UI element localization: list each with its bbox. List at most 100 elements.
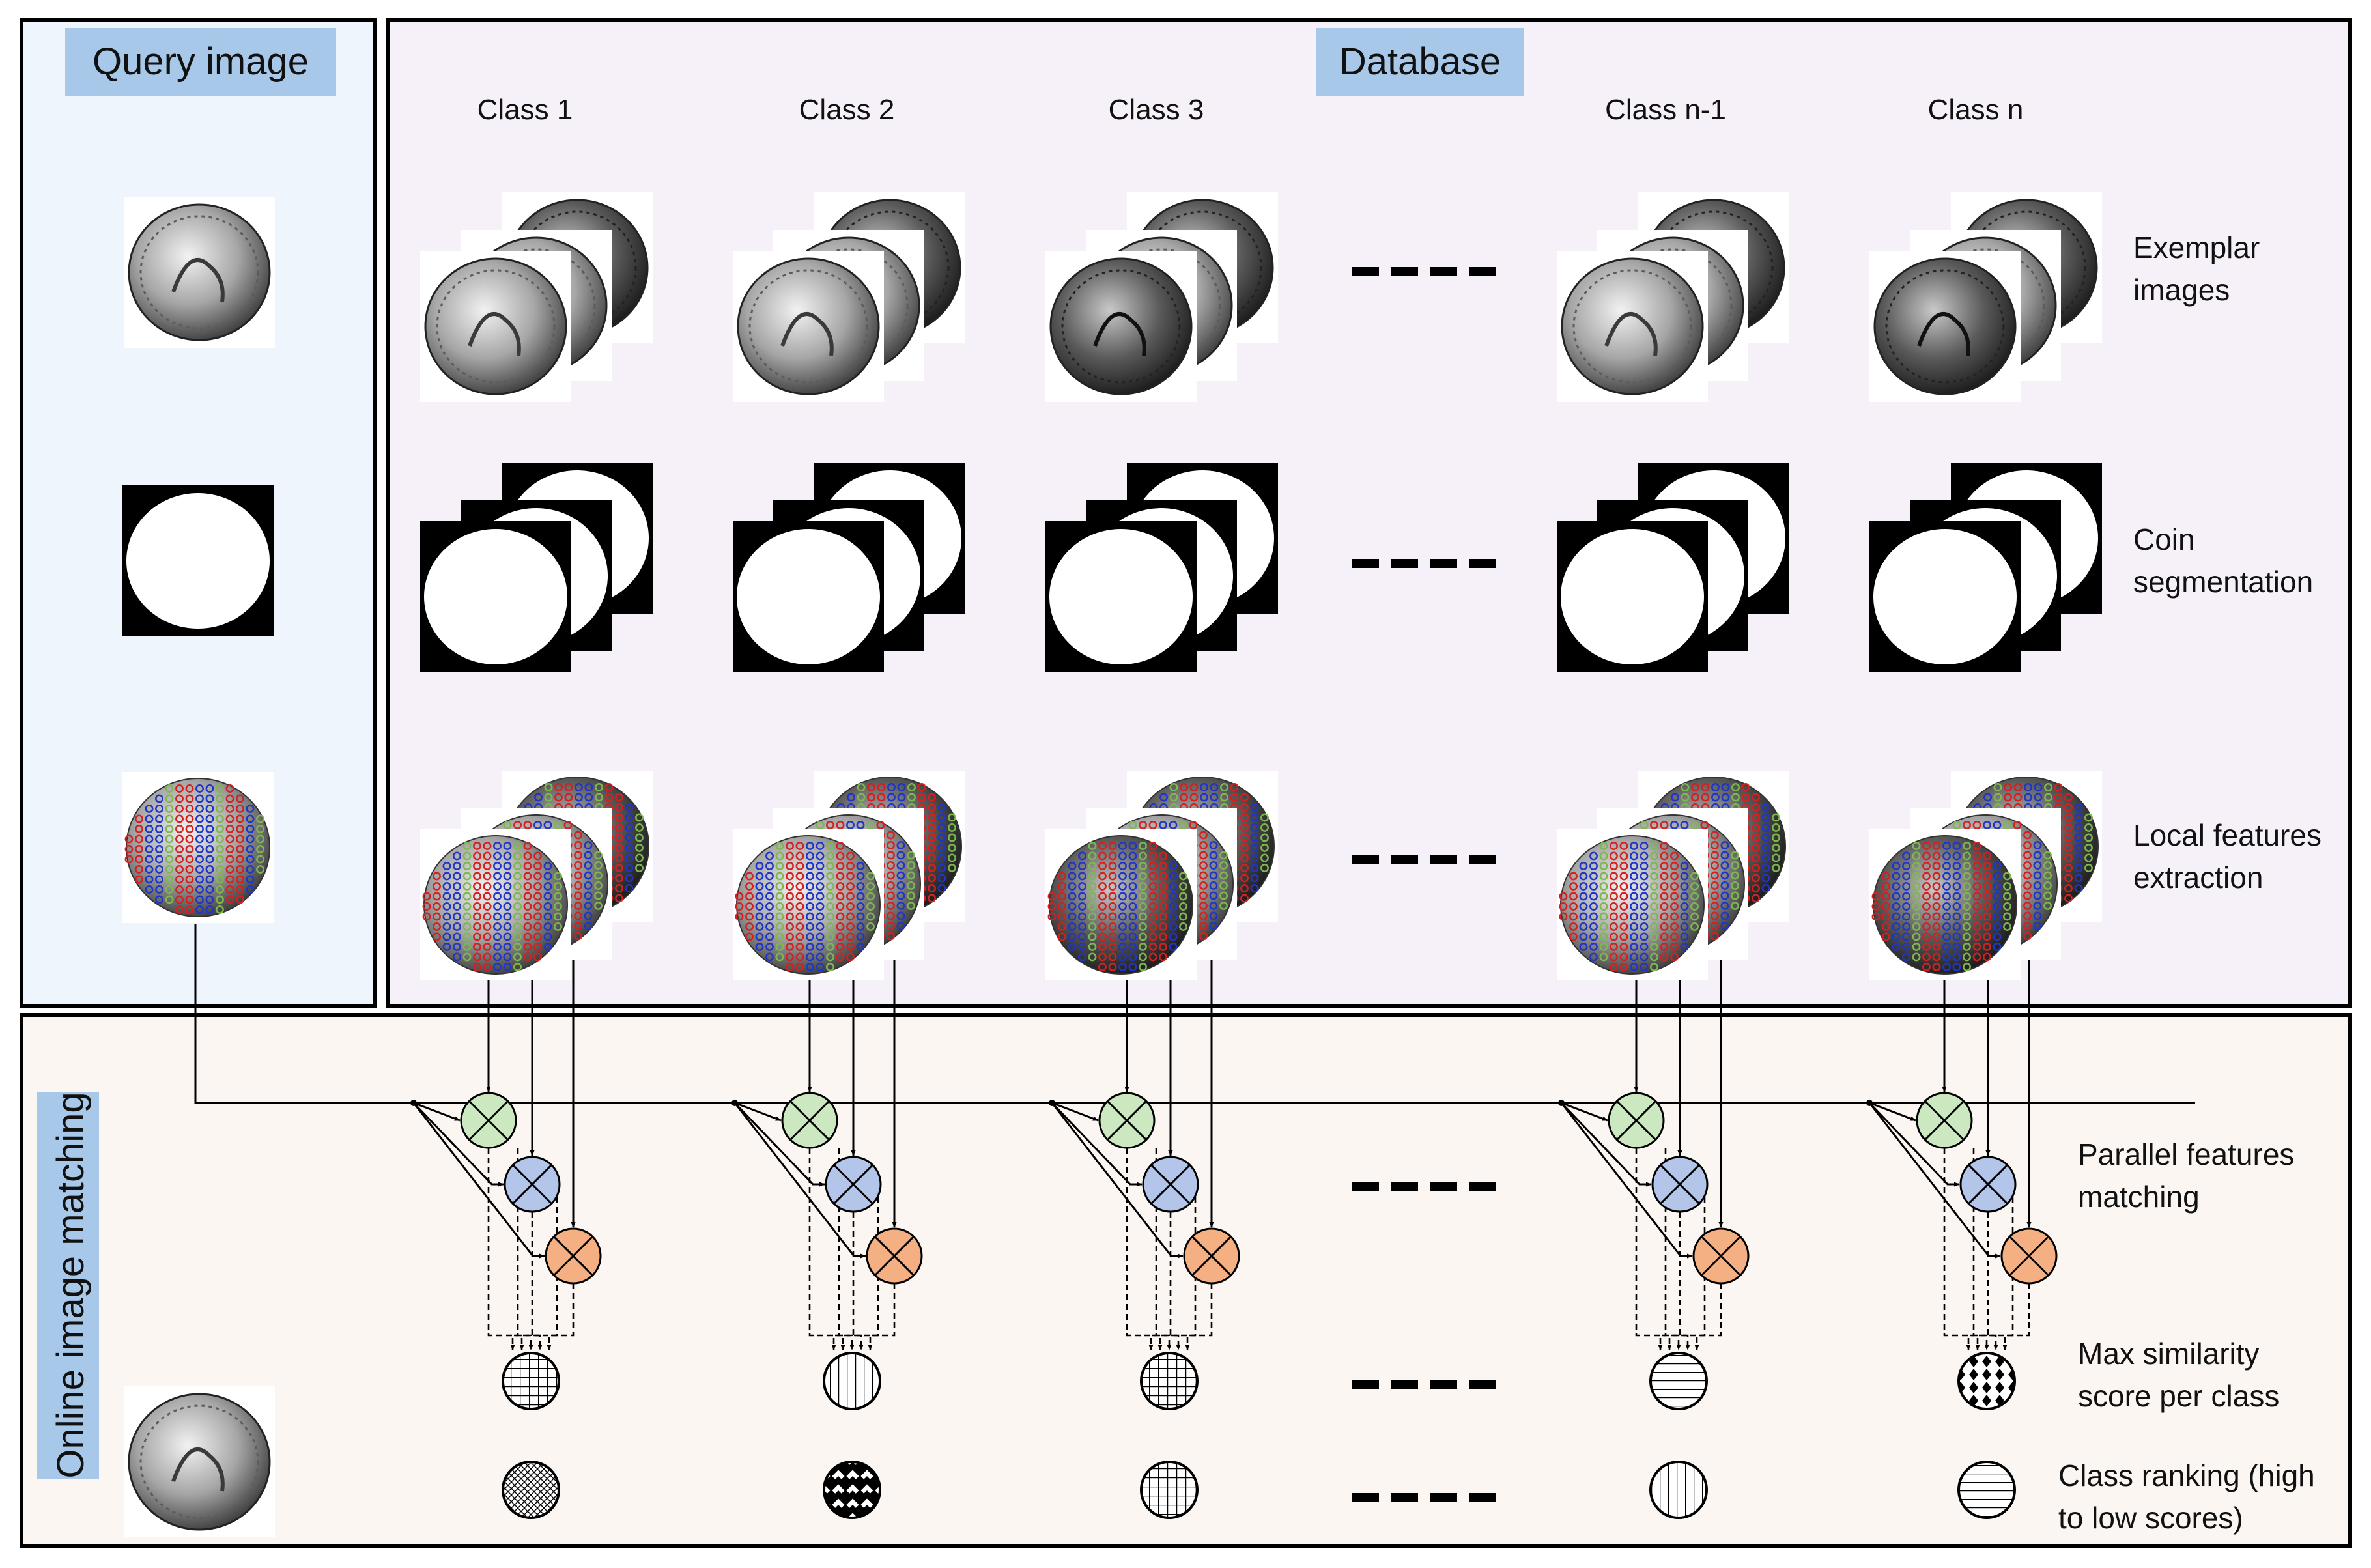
dashed-score-link — [487, 1148, 533, 1350]
circled-times-icon — [545, 1227, 602, 1285]
dashed-score-link — [1169, 1212, 1181, 1350]
ellipsis-dash — [1430, 267, 1457, 276]
circled-times-icon — [2000, 1227, 2058, 1285]
matching-title-badge — [37, 1092, 99, 1479]
ellipsis-dash — [1430, 1182, 1457, 1191]
dashed-score-link — [808, 1148, 855, 1350]
score-markers — [502, 1352, 2016, 1519]
row-label-matching: matching — [2078, 1180, 2200, 1214]
circled-times-icon — [1142, 1156, 1199, 1213]
class-label: Class n — [1928, 94, 2024, 126]
arrow-query-to-op — [1561, 1102, 1608, 1122]
exemplar-coin-image — [1869, 251, 2021, 402]
rank-score-icon — [1140, 1461, 1199, 1519]
max-score-icon — [1957, 1352, 2016, 1410]
ellipsis-dash — [1391, 1493, 1418, 1502]
query-coin-image — [124, 197, 275, 348]
dashed-score-link — [510, 1148, 519, 1350]
circled-times-icon — [1608, 1092, 1665, 1149]
class-label: Class 2 — [799, 94, 895, 126]
row-labels: Exemplar images Coin segmentation Local … — [2058, 231, 2321, 1535]
ellipsis-dash — [1469, 1380, 1496, 1389]
circled-times-icon — [504, 1156, 561, 1213]
ellipsis-dash — [1469, 559, 1496, 568]
dashed-score-link — [831, 1148, 840, 1350]
arrow-query-to-op — [734, 1102, 782, 1122]
max-score-icon — [1140, 1352, 1199, 1410]
ellipsis-dash — [1430, 1493, 1457, 1502]
max-score-icon — [1649, 1352, 1708, 1410]
dashed-score-link — [1658, 1148, 1667, 1350]
query-panel-title: Query image — [92, 40, 309, 83]
dashed-score-link — [1635, 1148, 1681, 1350]
exemplar-coin-image — [733, 251, 884, 402]
row-label-local-features: Local features — [2133, 818, 2321, 852]
class-label: Class 3 — [1109, 94, 1204, 126]
arrow-query-to-op — [412, 1102, 504, 1187]
dashed-score-link — [1126, 1148, 1172, 1350]
matching-operators — [460, 1092, 2058, 1285]
circled-times-icon — [781, 1092, 838, 1149]
dashed-score-link — [1185, 1283, 1213, 1350]
exemplar-coin-image — [1557, 251, 1708, 402]
query-bus-line — [194, 924, 2195, 1104]
matching-panel-title: Online image matching — [50, 1092, 92, 1478]
row-label-max-similarity: Max similarity — [2078, 1337, 2260, 1371]
max-score-icon — [502, 1352, 560, 1410]
query-coin-image — [124, 1386, 275, 1537]
rank-score-icon — [1957, 1461, 2016, 1519]
ellipsis-dash — [1430, 855, 1457, 864]
arrow-query-to-op — [733, 1102, 825, 1187]
dashed-score-link — [1148, 1148, 1157, 1350]
exemplar-coin-image — [420, 251, 571, 402]
database-title-badge — [1316, 28, 1524, 96]
arrow-query-to-op — [1051, 1102, 1143, 1187]
dashed-score-link — [1987, 1212, 1998, 1350]
dashed-score-link — [531, 1212, 543, 1350]
image-stacks — [122, 192, 2102, 1537]
circled-times-icon — [1098, 1092, 1156, 1149]
row-label-ranking: Class ranking (high — [2058, 1459, 2315, 1492]
ellipsis-dash — [1469, 1493, 1496, 1502]
arrow-query-to-op — [1051, 1102, 1099, 1122]
row-label-ranking: to low scores) — [2058, 1501, 2243, 1535]
ellipsis-dash — [1391, 1380, 1418, 1389]
ellipsis-dash — [1391, 267, 1418, 276]
row-label-matching: Parallel features — [2078, 1137, 2294, 1171]
dashed-score-link — [852, 1212, 864, 1350]
ellipsis-dash — [1352, 1380, 1379, 1389]
max-score-icon — [823, 1352, 881, 1410]
feature-coin-image — [733, 829, 884, 980]
circled-times-icon — [1916, 1092, 1973, 1149]
ellipsis-dashes — [1352, 267, 1496, 1502]
dashed-score-link — [868, 1283, 896, 1350]
ellipsis-dash — [1352, 1182, 1379, 1191]
coin-mask-image — [733, 521, 884, 672]
arrow-query-to-op — [1869, 1102, 1916, 1122]
circled-times-icon — [1183, 1227, 1240, 1285]
rank-score-icon — [1649, 1461, 1708, 1519]
row-label-exemplar: Exemplar — [2133, 231, 2260, 264]
dashed-score-link — [1966, 1148, 1975, 1350]
query-title-badge — [65, 28, 336, 96]
ellipsis-dash — [1352, 1493, 1379, 1502]
coin-mask-image — [1557, 521, 1708, 672]
coin-mask-image — [1869, 521, 2021, 672]
exemplar-coin-image — [1045, 251, 1197, 402]
row-label-exemplar: images — [2133, 273, 2230, 307]
row-label-local-features: extraction — [2133, 861, 2263, 894]
ellipsis-dash — [1469, 855, 1496, 864]
feature-coin-image — [1045, 829, 1197, 980]
circled-times-icon — [1959, 1156, 2017, 1213]
coin-mask-image — [420, 521, 571, 672]
coin-mask-image — [1045, 521, 1197, 672]
ellipsis-dash — [1469, 1182, 1496, 1191]
dashed-score-link — [547, 1283, 575, 1350]
ellipsis-dash — [1352, 559, 1379, 568]
ellipsis-dash — [1469, 267, 1496, 276]
ellipsis-dash — [1352, 267, 1379, 276]
feature-coin-image — [420, 829, 571, 980]
ellipsis-dash — [1391, 1182, 1418, 1191]
class-labels: Class 1 Class 2 Class 3 Class n-1 Class … — [477, 94, 2024, 126]
